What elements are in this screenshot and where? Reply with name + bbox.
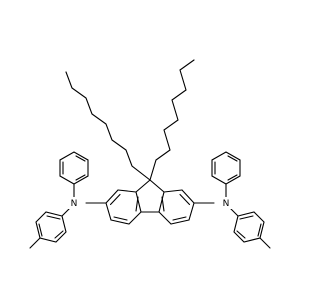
bond <box>236 230 246 239</box>
bond <box>211 151 241 185</box>
molecule-structure: N N <box>29 59 271 249</box>
bond <box>110 219 130 225</box>
bond <box>38 223 43 237</box>
bond <box>59 151 89 185</box>
bond <box>181 189 195 204</box>
bond <box>179 193 191 206</box>
bond <box>75 155 86 162</box>
nitrogen-atom-left: N <box>68 197 80 209</box>
bond <box>135 179 151 193</box>
diarylamine-left <box>29 151 107 249</box>
bond <box>158 191 165 213</box>
bond <box>239 215 254 220</box>
bond <box>170 219 190 225</box>
octyl-chain-right <box>149 59 195 181</box>
atom-label-n-right: N <box>223 199 230 209</box>
bond <box>149 59 195 181</box>
bond <box>163 189 183 193</box>
bond <box>259 237 271 249</box>
bond <box>113 216 128 221</box>
bond <box>61 207 71 217</box>
atom-label-n-left: N <box>71 199 78 209</box>
fluorene-core <box>105 179 195 225</box>
octyl-chain-left <box>65 71 151 181</box>
bond <box>257 223 262 237</box>
bond <box>65 71 151 181</box>
nitrogen-atom-right: N <box>220 197 232 209</box>
bond <box>158 211 172 225</box>
bond <box>149 179 165 193</box>
bond <box>46 215 61 220</box>
bond <box>229 207 239 217</box>
bond <box>135 196 139 212</box>
bond <box>105 189 119 204</box>
bond <box>105 202 112 221</box>
bond <box>161 196 165 212</box>
bond <box>109 193 121 206</box>
bond <box>128 211 142 225</box>
bond <box>227 155 238 162</box>
bond <box>117 189 137 193</box>
bond <box>75 174 86 181</box>
diarylamine-right <box>193 151 271 249</box>
bond <box>135 191 142 213</box>
bond <box>29 237 41 249</box>
bond <box>172 216 187 221</box>
bond <box>227 174 238 181</box>
structure-canvas: N N <box>29 59 271 249</box>
bond <box>188 202 195 221</box>
bond <box>54 230 64 239</box>
